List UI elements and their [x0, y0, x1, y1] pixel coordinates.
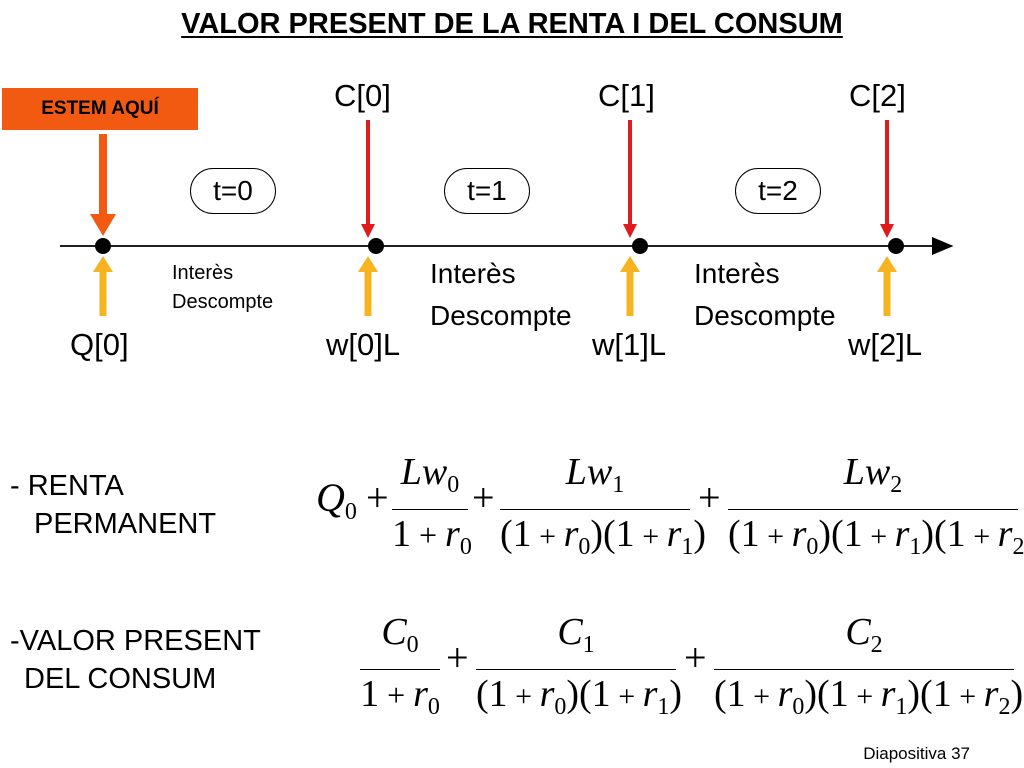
discount-label-0: Descompte — [172, 291, 274, 313]
income-arrow-2 — [620, 256, 640, 316]
timeline-dot-2 — [632, 238, 648, 254]
slide-number: Diapositiva 37 — [863, 744, 970, 763]
income-label-1: w[0]L — [326, 327, 401, 362]
interest-label-0: Interès — [172, 262, 234, 284]
income-section-label: - RENTA PERMANENT — [10, 470, 217, 540]
period-pill-2: t=2 — [735, 168, 821, 214]
consumption-label-1: C[1] — [598, 78, 655, 113]
page-title: VALOR PRESENT DE LA RENTA I DEL CONSUM — [181, 8, 843, 40]
formula-plus: + — [472, 475, 495, 520]
here-arrow — [90, 134, 116, 236]
income-label-2: w[1]L — [592, 327, 667, 362]
formula-consumption-term-3: C2 (1 + r0)(1 + r1)(1 + r2) — [714, 611, 1024, 720]
timeline-dot-0 — [95, 238, 111, 254]
interest-label-1: Interès — [430, 258, 516, 289]
formula-income-term-3: Lw2 (1 + r0)(1 + r1)(1 + r2) — [728, 451, 1024, 560]
timeline-dot-1 — [368, 238, 384, 254]
consumption-section-label: -VALOR PRESENT DEL CONSUM — [10, 625, 261, 695]
interest-label-2: Interès — [694, 258, 780, 289]
income-label-3: w[2]L — [848, 327, 923, 362]
formula-plus: + — [684, 635, 707, 680]
period-pill-0: t=0 — [190, 168, 276, 214]
discount-label-2: Descompte — [694, 300, 836, 331]
timeline-dot-3 — [888, 238, 904, 254]
income-label-0: Q[0] — [70, 327, 129, 362]
consumption-arrow-0 — [361, 120, 375, 238]
formula-plus: + — [366, 475, 389, 520]
consumption-label-0: C[0] — [334, 78, 391, 113]
discount-label-1: Descompte — [430, 300, 572, 331]
period-pill-1: t=1 — [444, 168, 530, 214]
formula-consumption-term-1: C0 1 + r0 — [360, 611, 440, 720]
income-arrow-3 — [877, 256, 897, 316]
formula-income-term-1: Lw0 1 + r0 — [392, 451, 472, 560]
formula-plus: + — [446, 635, 469, 680]
consumption-label-2: C[2] — [849, 78, 906, 113]
formula-consumption-term-2: C1 (1 + r0)(1 + r1) — [476, 611, 683, 720]
consumption-arrow-2 — [880, 120, 894, 238]
consumption-arrow-1 — [623, 120, 637, 238]
timeline-diagram — [60, 120, 954, 316]
income-arrow-0 — [93, 256, 113, 316]
formula-plus: + — [698, 475, 721, 520]
here-badge: ESTEM AQUÍ — [2, 88, 198, 130]
formula-income-term-2: Lw1 (1 + r0)(1 + r1) — [500, 451, 707, 560]
income-arrow-1 — [358, 256, 378, 316]
formula-q0: Q0 — [316, 475, 357, 525]
